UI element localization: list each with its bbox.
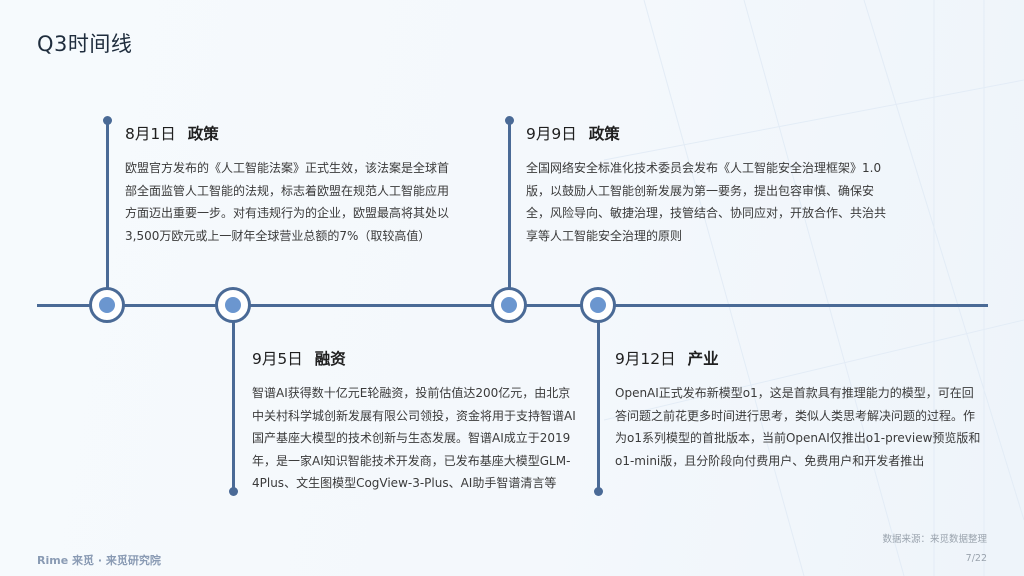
background-grid-decoration [604, 0, 1024, 576]
page-title: Q3时间线 [37, 32, 133, 56]
timeline-stem [106, 120, 109, 289]
event-date: 9月12日 [615, 350, 676, 368]
timeline-stem-cap [505, 116, 514, 125]
timeline-event: 9月12日产业 OpenAI正式发布新模型o1，这是首款具有推理能力的模型，可在… [615, 347, 985, 472]
event-date: 8月1日 [125, 125, 176, 143]
timeline-node-aug1 [89, 287, 125, 323]
timeline-stem [232, 322, 235, 492]
event-heading: 9月9日政策 [526, 122, 896, 144]
node-dot [590, 297, 606, 313]
timeline-stem [508, 120, 511, 289]
event-category: 政策 [588, 125, 620, 143]
timeline-node-sep12 [580, 287, 616, 323]
timeline-node-sep5 [215, 287, 251, 323]
event-heading: 8月1日政策 [125, 122, 455, 144]
data-source-note: 数据来源：来觅数据整理 [882, 534, 987, 545]
page-number: 7/22 [965, 553, 987, 564]
event-date: 9月5日 [252, 350, 303, 368]
event-category: 融资 [314, 350, 346, 368]
brand-logo: Rime 来觅 · 来觅研究院 [37, 554, 161, 567]
event-category: 政策 [187, 125, 219, 143]
timeline-stem-cap [103, 116, 112, 125]
timeline-stem [597, 322, 600, 492]
timeline-event: 9月5日融资 智谱AI获得数十亿元E轮融资，投前估值达200亿元，由北京中关村科… [252, 347, 582, 495]
event-description: 智谱AI获得数十亿元E轮融资，投前估值达200亿元，由北京中关村科学城创新发展有… [252, 386, 576, 490]
event-heading: 9月5日融资 [252, 347, 582, 369]
timeline-node-sep9 [491, 287, 527, 323]
timeline-event: 9月9日政策 全国网络安全标准化技术委员会发布《人工智能安全治理框架》1.0版，… [526, 122, 896, 247]
event-category: 产业 [687, 350, 719, 368]
event-description: 欧盟官方发布的《人工智能法案》正式生效，该法案是全球首部全面监管人工智能的法规，… [125, 161, 450, 243]
timeline-event: 8月1日政策 欧盟官方发布的《人工智能法案》正式生效，该法案是全球首部全面监管人… [125, 122, 455, 247]
timeline-stem-cap [229, 487, 238, 496]
event-description: OpenAI正式发布新模型o1，这是首款具有推理能力的模型，可在回答问题之前花更… [615, 386, 981, 468]
event-heading: 9月12日产业 [615, 347, 985, 369]
node-dot [225, 297, 241, 313]
event-date: 9月9日 [526, 125, 577, 143]
node-dot [99, 297, 115, 313]
timeline-stem-cap [594, 487, 603, 496]
node-dot [501, 297, 517, 313]
event-description: 全国网络安全标准化技术委员会发布《人工智能安全治理框架》1.0版，以鼓励人工智能… [526, 161, 887, 243]
